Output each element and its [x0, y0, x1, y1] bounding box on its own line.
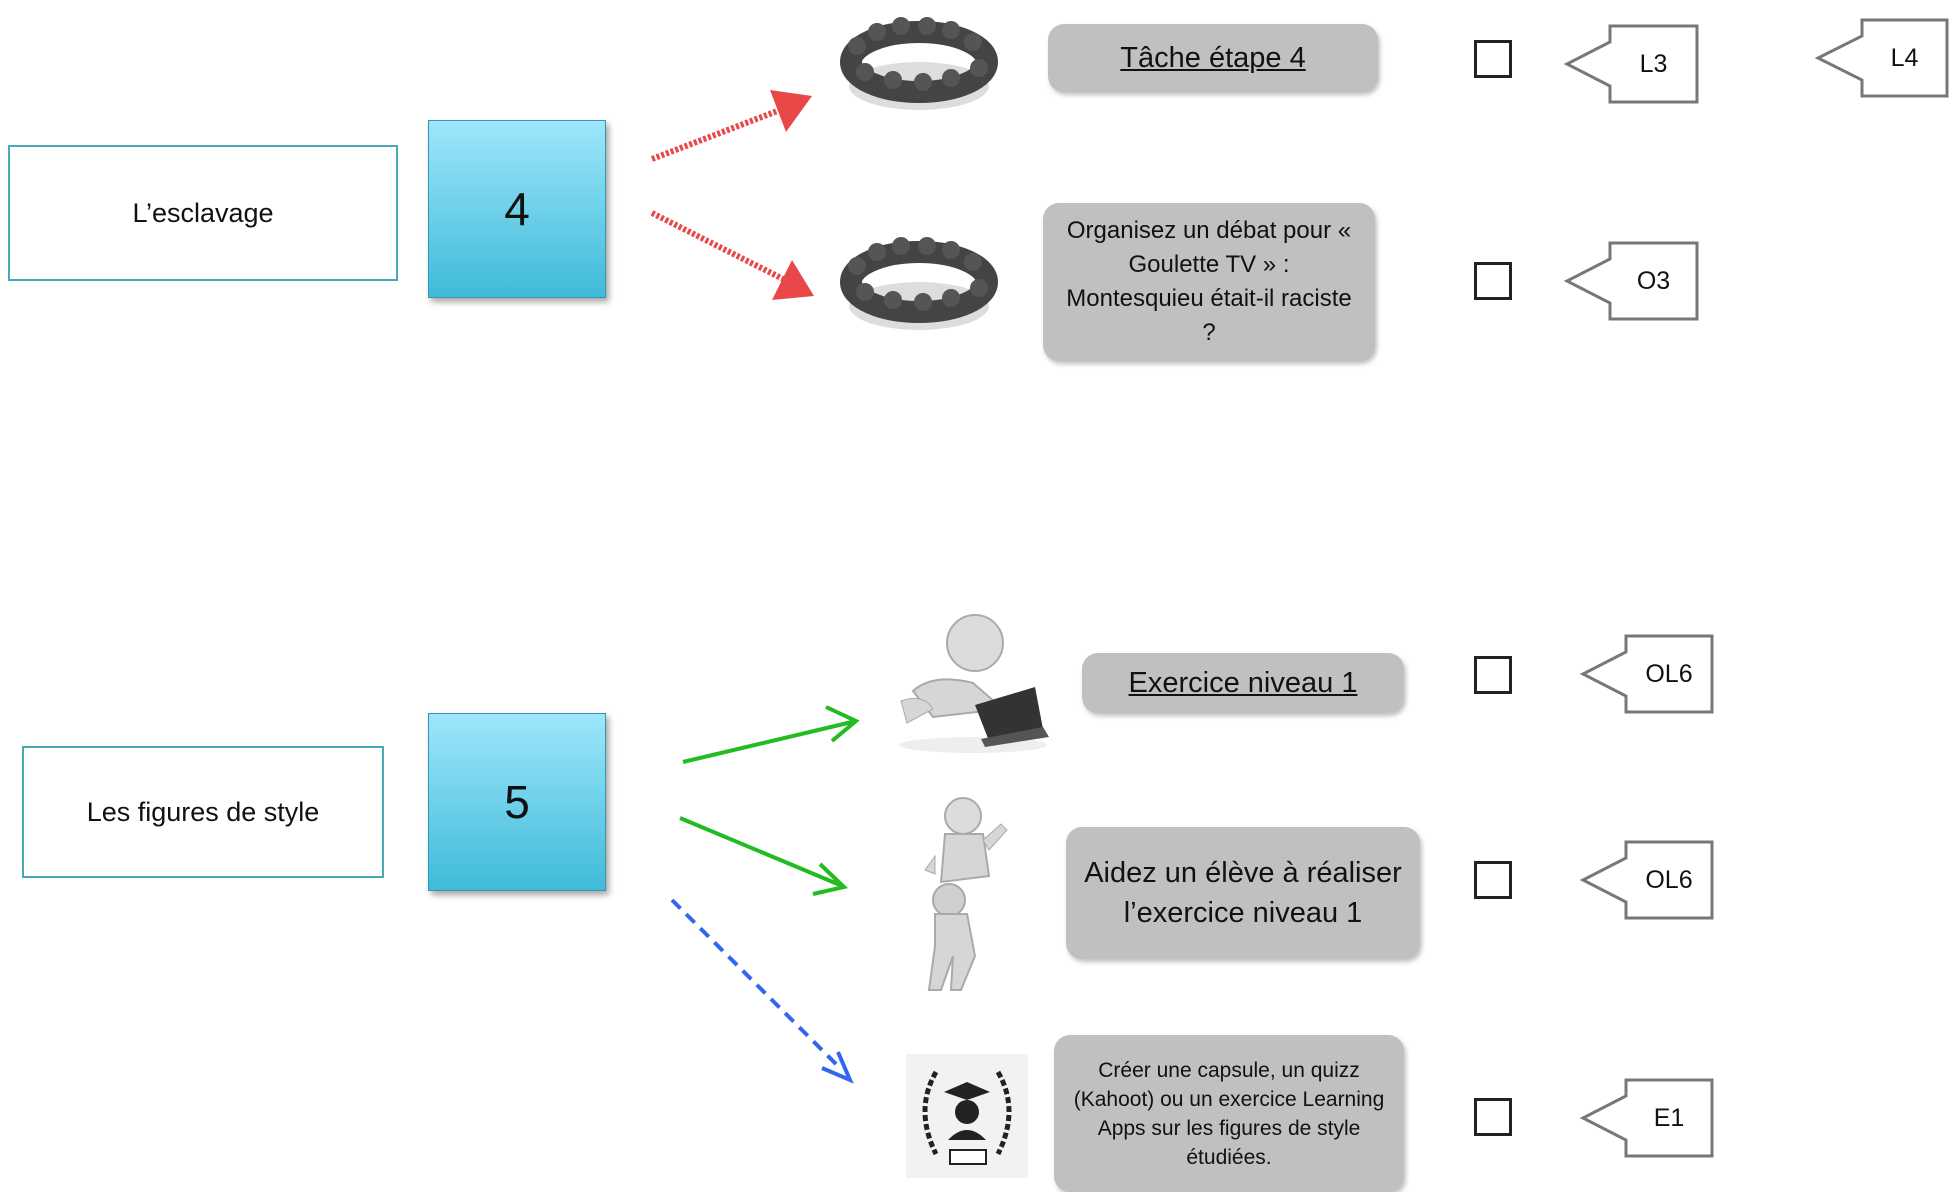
step-number-box: 4 [428, 120, 606, 298]
tag-callout-shape [1814, 18, 1949, 98]
task-checkbox[interactable] [1474, 861, 1512, 899]
tag-callout-shape [1563, 24, 1699, 104]
tag-callout-shape [1579, 1078, 1714, 1158]
group-circle-icon [840, 10, 998, 118]
tag-callout-shape [1579, 840, 1714, 920]
tag-label: OL6 [1645, 865, 1693, 894]
topic-box: Les figures de style [22, 746, 384, 878]
laptop-figure-icon [893, 613, 1053, 755]
task-checkbox[interactable] [1474, 262, 1512, 300]
step-number: 4 [504, 183, 530, 235]
arrow-to-task-5b [679, 816, 849, 896]
arrow-to-task-5a [682, 705, 860, 764]
task-label: Organisez un débat pour « Goulette TV » … [1066, 217, 1352, 346]
topic-label: L’esclavage [132, 197, 274, 228]
task-label: Aidez un élève à réaliser l’exercice niv… [1084, 857, 1402, 929]
tag-label: OL6 [1645, 659, 1693, 688]
task-label: Créer une capsule, un quizz (Kahoot) ou … [1073, 1058, 1385, 1169]
topic-box: L’esclavage [8, 145, 398, 281]
task-checkbox[interactable] [1474, 656, 1512, 694]
helping-figure-icon [905, 796, 1013, 992]
tag-label: L3 [1639, 49, 1668, 78]
tag-label: L4 [1890, 43, 1919, 72]
arrow-to-task-4a [650, 90, 812, 162]
arrow-to-task-5c [670, 898, 854, 1084]
task-box: Tâche étape 4 [1048, 24, 1378, 92]
tag-callout-shape [1579, 634, 1714, 714]
task-link[interactable]: Exercice niveau 1 [1128, 666, 1358, 699]
task-box: Organisez un débat pour « Goulette TV » … [1043, 203, 1375, 361]
graduate-laurel-icon [906, 1054, 1028, 1178]
topic-label: Les figures de style [86, 796, 320, 827]
arrow-to-task-4b [650, 210, 814, 300]
tag-label: E1 [1653, 1103, 1685, 1132]
step-number: 5 [504, 776, 530, 828]
task-box: Exercice niveau 1 [1082, 653, 1404, 713]
task-checkbox[interactable] [1474, 1098, 1512, 1136]
tag-label: O3 [1636, 266, 1671, 295]
task-link[interactable]: Tâche étape 4 [1120, 41, 1306, 74]
task-checkbox[interactable] [1474, 40, 1512, 78]
step-number-box: 5 [428, 713, 606, 891]
task-box: Créer une capsule, un quizz (Kahoot) ou … [1054, 1035, 1404, 1192]
tag-callout-shape [1563, 241, 1699, 321]
group-circle-icon [840, 230, 998, 338]
task-box: Aidez un élève à réaliser l’exercice niv… [1066, 827, 1420, 959]
